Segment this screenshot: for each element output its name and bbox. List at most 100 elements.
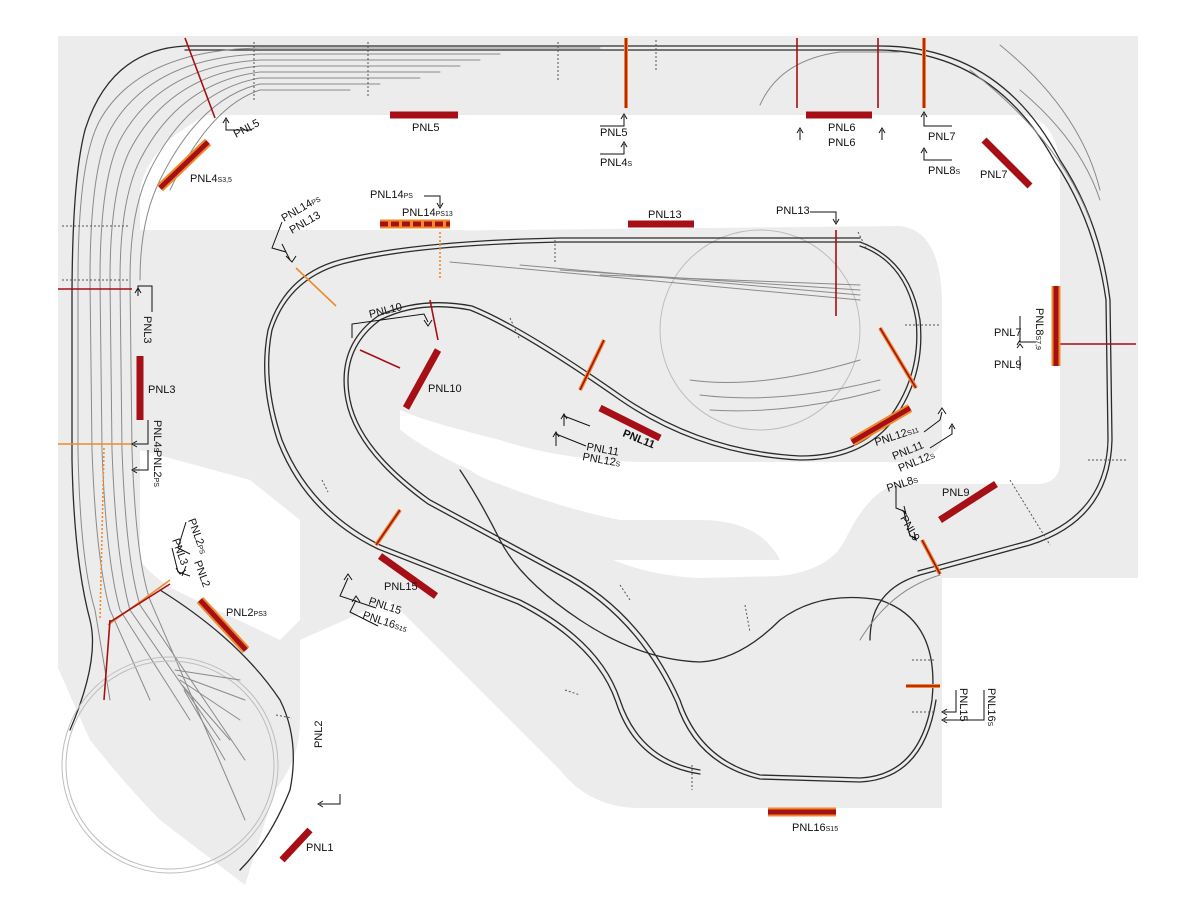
boundary-red (109, 583, 171, 623)
arrow-icon (901, 505, 907, 516)
engine-fan (174, 669, 246, 761)
staging-2 (89, 53, 501, 701)
arrow-label: PNL4S (151, 420, 163, 453)
arrow-icon (948, 423, 956, 430)
track-top-inner (184, 49, 1109, 572)
arrow-icon (555, 433, 587, 447)
panel-label-pnl7: PNL7 (980, 169, 1008, 181)
helix-peninsula (659, 229, 861, 431)
arrow-icon (920, 147, 928, 154)
arrow-icon (620, 141, 628, 148)
arrow-icon (317, 800, 324, 808)
arrow-icon (134, 287, 142, 294)
arrow-icon (1016, 343, 1024, 349)
arrow-label: PNL16S15 (361, 609, 409, 635)
staging-6 (129, 77, 421, 821)
arrow-icon (911, 531, 917, 542)
arrow-icon (799, 130, 883, 140)
arrow-label: PNL11 (585, 441, 619, 459)
yard-4 (599, 274, 861, 286)
divider (1009, 479, 1051, 546)
arrow-icon (171, 547, 191, 577)
arrow-icon (320, 794, 341, 805)
arrow-icon (941, 716, 948, 724)
arrow-icon (177, 521, 191, 555)
yard-2 (519, 264, 861, 296)
boundary-red-core (921, 539, 941, 575)
arrow-icon (285, 255, 297, 263)
arrow-icon (620, 113, 628, 120)
arrow-icon (351, 313, 429, 338)
loop-outer (347, 241, 934, 779)
loop-outer-b (343, 245, 937, 783)
yard-6 (699, 379, 881, 399)
boundary-orange (295, 267, 337, 307)
yard-1 (449, 261, 861, 301)
arrow-icon (560, 413, 568, 420)
arrow-icon (563, 415, 591, 427)
arrow-icon (339, 577, 377, 609)
arrow-icon (423, 319, 433, 327)
panel-label-pnl9: PNL9 (942, 487, 970, 499)
arrow-label: PNL2 (313, 720, 325, 748)
arrow-icon (944, 690, 957, 713)
divider (275, 714, 293, 719)
loop-inner-lead (268, 241, 861, 771)
divider (744, 604, 751, 633)
arrow-icon (134, 420, 149, 445)
arrow-icon (436, 202, 444, 209)
arrow-icon (796, 127, 886, 134)
arrow-icon (1016, 339, 1021, 346)
arrow-icon (810, 211, 837, 222)
panel-bar-pnl1 (279, 827, 313, 863)
fan-5 (183, 689, 226, 761)
top-mainline (184, 45, 1113, 641)
helix-lower-left (61, 656, 279, 874)
arrow-icon (941, 708, 948, 716)
helix-lower-left-inner (65, 660, 275, 870)
yard-5 (689, 359, 861, 383)
track-network (61, 44, 1113, 874)
arrow-label: PNL12S (581, 451, 621, 470)
arrow-icon (131, 440, 138, 448)
panel-boundaries (58, 37, 1136, 701)
direction-arrows (131, 111, 1036, 808)
track-left-spiral (159, 589, 294, 871)
fan-2 (177, 674, 246, 701)
left-mainline (69, 45, 294, 871)
staging-1 (77, 47, 601, 701)
helix (61, 229, 861, 874)
arrow-icon (600, 144, 625, 155)
arrow-label: PNL3 (141, 316, 153, 344)
arrow-icon (944, 690, 985, 721)
arrow-icon (424, 195, 441, 206)
panel-bar-pnl2 (198, 598, 248, 652)
divider (857, 231, 867, 249)
staging-7 (139, 83, 381, 281)
panel-label-pnl10: PNL10 (428, 383, 462, 395)
panel-bar-pnl10 (402, 348, 442, 410)
panel-label-pnl1: PNL1 (306, 842, 334, 854)
track-left-outer (69, 45, 186, 731)
panel-label-pnl13: PNL13 (648, 209, 682, 221)
divider (509, 317, 521, 341)
fan-4 (181, 684, 231, 741)
boundary-red (184, 37, 216, 119)
panel-label-pnl3: PNL3 (148, 384, 176, 396)
arrow-icon (923, 114, 952, 127)
panel-bar-pnl15 (377, 553, 439, 599)
arrow-label: PNL8S (928, 165, 961, 177)
divider (619, 584, 631, 601)
panel-bar-pnl4 (158, 140, 210, 190)
arrow-label: PNL4S (600, 157, 633, 169)
boundary-red (103, 619, 111, 701)
arrow-label: PNL6 (828, 137, 856, 149)
arrow-icon (225, 120, 252, 131)
panel-label-pnl15: PNL15 (384, 581, 418, 593)
panel-label-pnl8: PNL8S7,9 (1033, 308, 1045, 350)
arrow-label: PNL15 (957, 688, 969, 722)
panel-bar-pnl11 (598, 404, 662, 442)
block-dividers (62, 40, 1128, 790)
